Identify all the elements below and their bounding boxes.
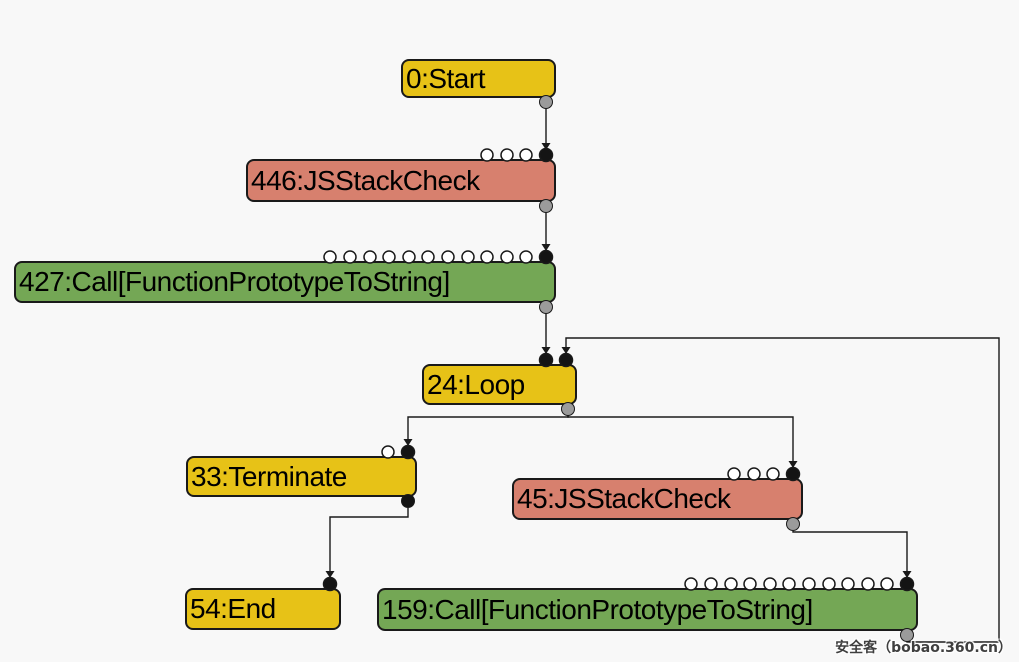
graph-node-427[interactable]: 427:Call[FunctionPrototypeToString] (14, 261, 556, 303)
edge-33-to-54 (329, 508, 409, 578)
graph-node-54[interactable]: 54:End (185, 588, 341, 630)
graph-node-0[interactable]: 0:Start (401, 59, 556, 98)
node-label: 446:JSStackCheck (251, 164, 480, 196)
arrowhead-icon (902, 571, 912, 578)
node-label: 54:End (190, 593, 276, 624)
graph-node-159[interactable]: 159:Call[FunctionPrototypeToString] (377, 588, 918, 631)
node-label: 427:Call[FunctionPrototypeToString] (19, 266, 450, 297)
graph-node-24[interactable]: 24:Loop (422, 364, 577, 405)
arrowhead-icon (788, 461, 798, 468)
node-label: 45:JSStackCheck (517, 483, 731, 514)
edge-45-to-159 (792, 531, 908, 578)
arrowhead-icon (325, 571, 335, 578)
node-label: 24:Loop (427, 368, 525, 400)
graph-node-33[interactable]: 33:Terminate (186, 456, 417, 497)
node-label: 0:Start (406, 62, 485, 94)
arrowhead-icon (541, 244, 551, 251)
graph-node-446[interactable]: 446:JSStackCheck (246, 159, 556, 202)
arrowhead-icon (541, 143, 551, 150)
edge-24-to-45 (567, 415, 794, 468)
node-label: 33:Terminate (191, 460, 347, 492)
arrowhead-icon (561, 347, 571, 354)
arrowhead-icon (403, 439, 413, 446)
arrowhead-icon (541, 347, 551, 354)
graph-node-45[interactable]: 45:JSStackCheck (512, 478, 803, 520)
watermark: 安全客（bobao.360.cn） (835, 640, 1012, 656)
node-label: 159:Call[FunctionPrototypeToString] (382, 593, 813, 625)
